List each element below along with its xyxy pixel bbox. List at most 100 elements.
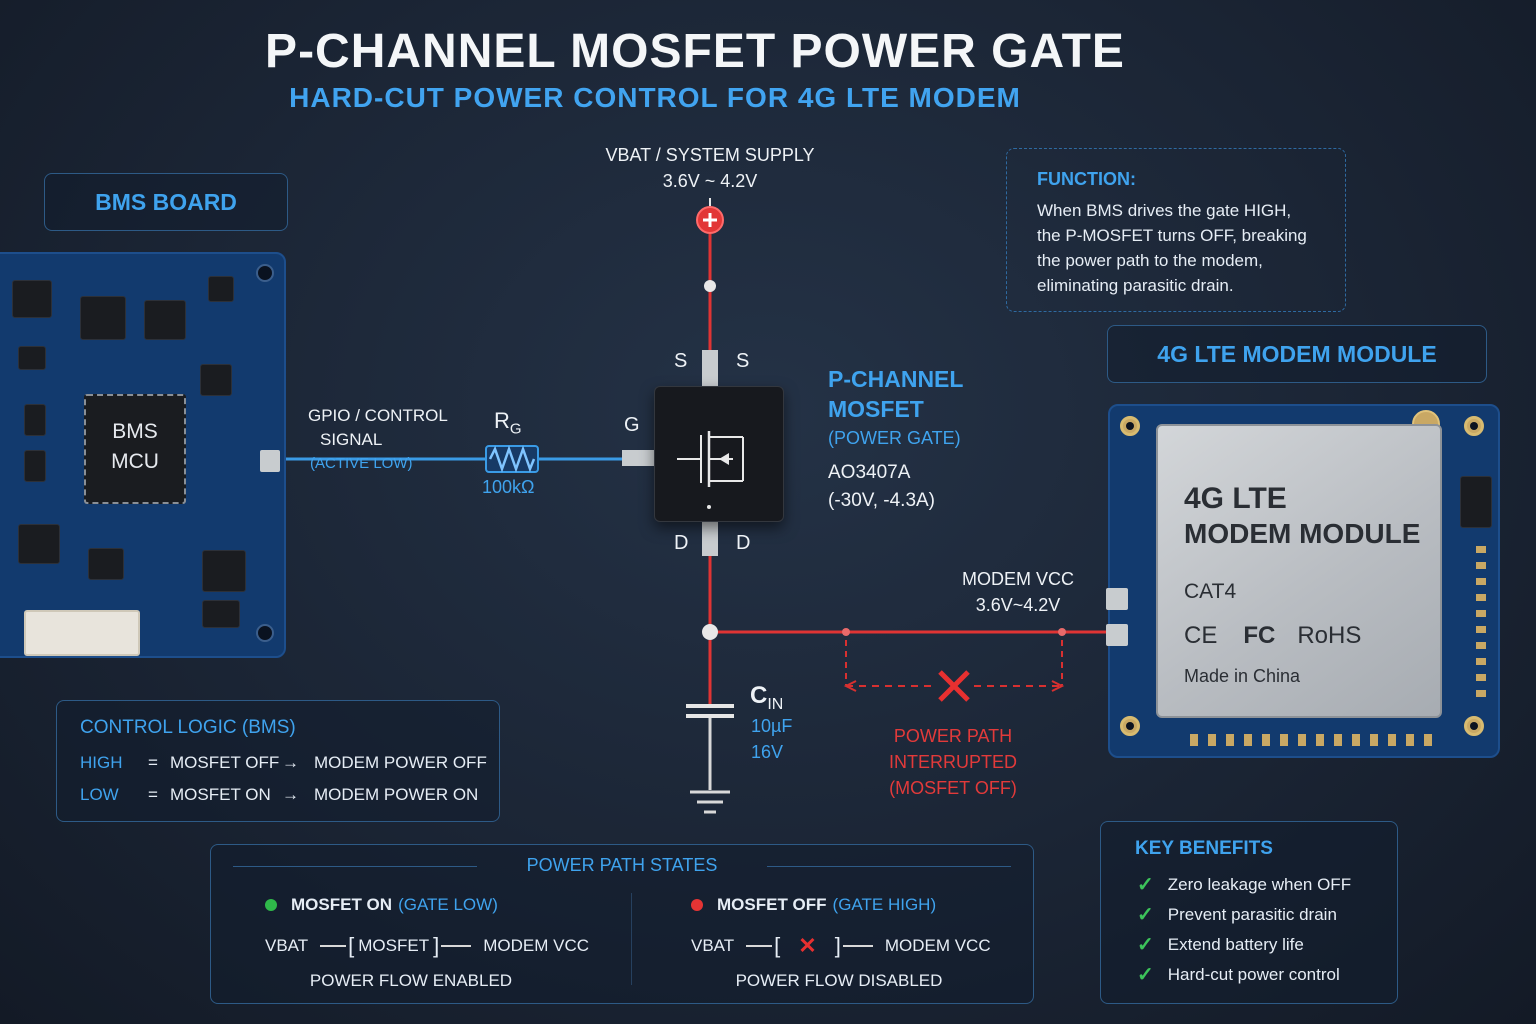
resistor-symbol-letter: R xyxy=(494,408,510,433)
pin-label-d-right: D xyxy=(736,532,751,554)
ce-mark: CE xyxy=(1184,622,1218,649)
page-title: P-CHANNEL MOSFET POWER GATE xyxy=(265,25,1125,78)
interrupted-label-1: POWER PATH xyxy=(893,726,1013,746)
logic-state: LOW xyxy=(80,785,119,804)
ic-chip xyxy=(18,524,60,564)
capacitor-value: 10µF xyxy=(751,716,793,736)
benefit-item: ✓ Extend battery life xyxy=(1137,930,1397,960)
state-off-result: POWER FLOW DISABLED xyxy=(735,971,943,990)
mosfet-symbol-icon xyxy=(677,431,744,509)
modem-header: 4G LTE MODEM MODULE xyxy=(1157,341,1437,367)
capacitor-voltage: 16V xyxy=(751,742,784,762)
modem-name-2: MODEM MODULE xyxy=(1184,518,1421,549)
interrupted-label-2: INTERRUPTED xyxy=(888,752,1017,772)
benefits-heading: KEY BENEFITS xyxy=(1135,838,1273,859)
mount-hole xyxy=(1120,716,1140,736)
vbat-node xyxy=(704,280,716,292)
benefit-text: Prevent parasitic drain xyxy=(1167,905,1337,924)
check-icon: ✓ xyxy=(1137,964,1154,986)
certification-marks: CE FC RoHS xyxy=(1184,622,1440,650)
mosfet-rating: (-30V, -4.3A) xyxy=(828,490,936,511)
bms-header-box: BMS BOARD xyxy=(44,173,288,231)
function-heading: FUNCTION: xyxy=(1037,169,1136,189)
bms-header: BMS BOARD xyxy=(95,189,237,215)
state-on-result: POWER FLOW ENABLED xyxy=(309,971,513,990)
mosfet-part: AO3407A xyxy=(828,462,911,483)
pin-label-s-left: S xyxy=(674,350,688,372)
pin-label-s-right: S xyxy=(736,350,750,372)
modem-vcc-voltage: 3.6V~4.2V xyxy=(975,595,1061,615)
ic-chip xyxy=(200,364,232,396)
ic-chip xyxy=(1460,476,1492,528)
logic-row-high: HIGH = MOSFET OFF → MODEM POWER OFF xyxy=(80,753,499,773)
bracket-left: [ xyxy=(774,933,781,958)
cross-icon: ✕ xyxy=(798,933,817,958)
interrupted-label-3: (MOSFET OFF) xyxy=(889,778,1017,798)
logic-row-low: LOW = MOSFET ON → MODEM POWER ON xyxy=(80,785,499,805)
benefit-item: ✓Zero leakage when OFF xyxy=(1137,870,1397,900)
benefit-text: Zero leakage when OFF xyxy=(1167,875,1352,894)
function-line: eliminating parasitic drain. xyxy=(1037,276,1234,295)
modem-origin: Made in China xyxy=(1184,666,1301,686)
mount-hole xyxy=(1120,416,1140,436)
supply-voltage: 3.6V ~ 4.2V xyxy=(662,171,758,191)
wire-segment xyxy=(441,945,472,947)
benefit-text: Extend battery life xyxy=(1167,935,1304,954)
mosfet-label-2: MOSFET xyxy=(828,396,924,422)
capacitor-symbol: CIN xyxy=(750,682,783,714)
logic-arrow: → xyxy=(282,753,299,772)
mcu-label-1: BMS xyxy=(112,420,158,443)
power-states-heading: POWER PATH STATES xyxy=(526,855,718,875)
state-off-vbat: VBAT xyxy=(691,936,735,955)
mosfet-source-pin xyxy=(702,350,718,390)
gpio-label-3: (ACTIVE LOW) xyxy=(310,455,413,472)
capacitor-cin xyxy=(686,640,734,790)
ic-chip xyxy=(144,300,186,340)
ic-chip xyxy=(18,346,46,370)
state-off-vcc: MODEM VCC xyxy=(884,936,991,955)
mount-hole xyxy=(256,624,274,642)
bms-board: BMS MCU xyxy=(0,252,286,658)
gpio-label-1: GPIO / CONTROL xyxy=(308,406,448,425)
rohs-mark: RoHS xyxy=(1297,622,1362,649)
vcc-pad xyxy=(1106,624,1128,646)
divider xyxy=(233,866,477,867)
wire-segment xyxy=(746,945,773,947)
modem-vcc-label: MODEM VCC xyxy=(962,569,1074,589)
state-off-gate: (GATE HIGH) xyxy=(832,895,937,914)
function-box: FUNCTION: When BMS drives the gate HIGH,… xyxy=(1006,148,1346,312)
castellated-pins xyxy=(1190,734,1440,746)
bracket-right: ] xyxy=(433,933,440,958)
cap-subscript: IN xyxy=(767,695,784,713)
ic-chip xyxy=(12,280,52,318)
state-off-title: MOSFET OFF (GATE HIGH) xyxy=(691,895,936,915)
state-on-vcc: MODEM VCC xyxy=(483,936,590,955)
red-dot-icon xyxy=(691,899,703,911)
supply-label: VBAT / SYSTEM SUPPLY xyxy=(605,145,815,165)
state-off-label: MOSFET OFF xyxy=(717,895,827,914)
mount-hole xyxy=(1464,716,1484,736)
function-line: the power path to the modem, xyxy=(1037,251,1263,270)
logic-eq: = xyxy=(148,753,158,772)
mosfet-drain-pin xyxy=(702,516,718,556)
ground-symbol xyxy=(690,790,730,814)
state-on-title: MOSFET ON (GATE LOW) xyxy=(265,895,498,915)
mcu-label-2: MCU xyxy=(111,450,159,473)
modem-board: 4G LTE MODEM MODULE CAT4 CE FC RoHS Made… xyxy=(1106,404,1500,758)
gpio-pad xyxy=(260,450,280,472)
check-icon: ✓ xyxy=(1137,904,1154,926)
ic-chip xyxy=(88,548,124,580)
bracket-left: [ xyxy=(348,933,355,958)
modem-shield-can: 4G LTE MODEM MODULE CAT4 CE FC RoHS Made… xyxy=(1156,424,1442,718)
cap-symbol-letter: C xyxy=(750,682,768,709)
check-icon: ✓ xyxy=(1137,934,1154,956)
pin-label-g: G xyxy=(624,414,640,436)
benefit-text: Hard-cut power control xyxy=(1167,965,1340,984)
vbat-terminal xyxy=(696,198,724,234)
pin-label-d-left: D xyxy=(674,532,689,554)
logic-arrow: → xyxy=(282,785,299,804)
fc-mark: FC xyxy=(1243,622,1276,649)
gpio-label-2: SIGNAL xyxy=(320,430,383,449)
